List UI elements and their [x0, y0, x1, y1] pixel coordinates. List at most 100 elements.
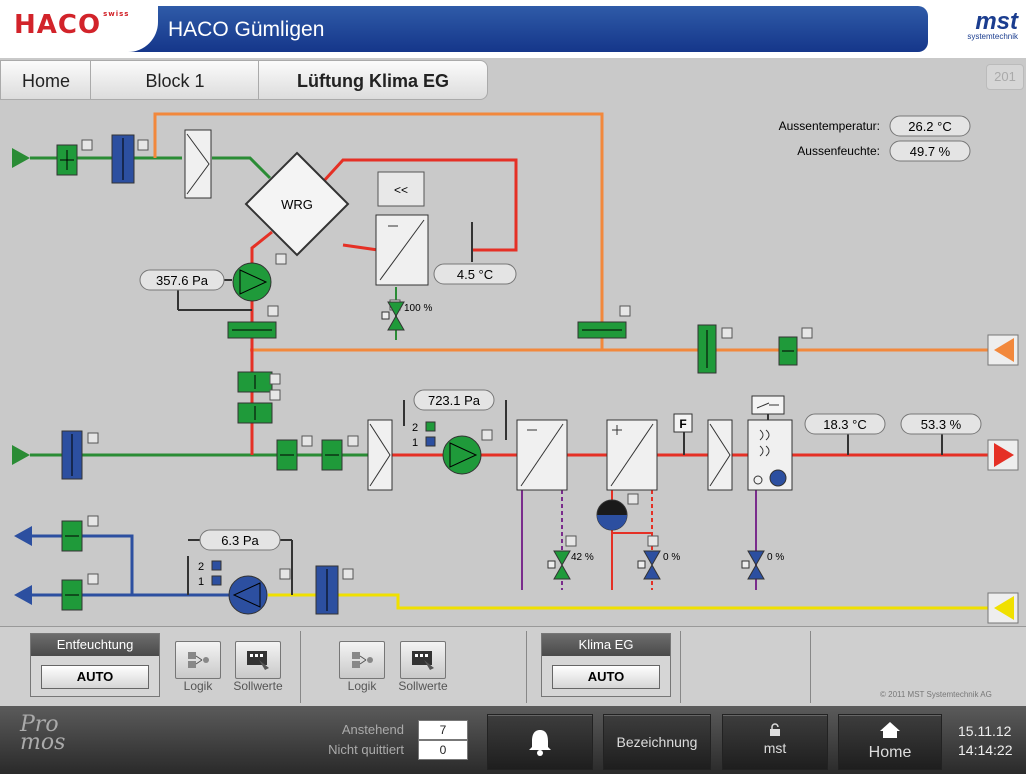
- filter-intake[interactable]: [184, 129, 212, 199]
- exhaust-arrow-1: [14, 526, 32, 546]
- damper-green[interactable]: [237, 371, 273, 393]
- valve-heating[interactable]: [637, 550, 661, 580]
- damper-green[interactable]: [227, 321, 277, 339]
- outside-hum-label: Aussenfeuchte:: [797, 144, 880, 158]
- outside-temp-value: 26.2 °C: [908, 119, 952, 134]
- damper-green[interactable]: [697, 324, 717, 374]
- valve-humidifier[interactable]: [741, 550, 765, 580]
- valve-cooling[interactable]: [547, 550, 571, 580]
- lock-icon: [770, 723, 780, 736]
- damper-green[interactable]: [56, 144, 78, 176]
- sollwerte-button[interactable]: Sollwerte: [226, 641, 290, 697]
- home-button[interactable]: Home: [838, 714, 942, 770]
- unacked-label: Nicht quittiert: [328, 742, 404, 757]
- valve-wrg[interactable]: [387, 301, 405, 331]
- damper-blue[interactable]: [315, 565, 339, 615]
- fan-stage-indicator: 2 1 2 1: [198, 421, 436, 588]
- user-button[interactable]: mst: [722, 714, 828, 770]
- valve-cooling-position: 42 %: [571, 552, 594, 563]
- heating-coil[interactable]: [606, 419, 658, 491]
- svg-text:WRG: WRG: [281, 197, 313, 212]
- alarm-button[interactable]: [487, 714, 593, 770]
- outside-temp-label: Aussentemperatur:: [779, 119, 880, 133]
- exhaust-arrow-2: [14, 585, 32, 605]
- heating-pump[interactable]: [596, 499, 628, 531]
- wrg-direction-button[interactable]: <<: [377, 171, 425, 207]
- breadcrumb-current[interactable]: Lüftung Klima EG: [258, 60, 488, 100]
- exhaust-pressure-value: 6.3 Pa: [221, 533, 259, 548]
- damper-green[interactable]: [276, 439, 298, 471]
- svg-text:F: F: [679, 417, 686, 431]
- time: 14:14:22: [958, 742, 1013, 758]
- damper-green[interactable]: [61, 579, 83, 611]
- exhaust-fan[interactable]: [228, 575, 268, 615]
- logik-button-2[interactable]: Logik: [330, 641, 394, 697]
- readout-pills: [139, 115, 982, 551]
- svg-text:1: 1: [412, 437, 418, 449]
- fan-wrg[interactable]: [232, 262, 272, 302]
- pending-label: Anstehend: [341, 722, 404, 737]
- breadcrumb: Home Block 1 Lüftung Klima EG: [0, 60, 490, 100]
- pipes: [177, 222, 943, 595]
- coil-wrg[interactable]: [375, 214, 429, 286]
- divider: [300, 631, 301, 703]
- filter-supply[interactable]: [367, 419, 393, 491]
- setpoints-icon: [400, 641, 446, 679]
- fresh-air-duct: [30, 156, 368, 457]
- damper-blue[interactable]: [111, 134, 135, 184]
- app-title: HACO Gümligen: [168, 18, 325, 41]
- status-checkboxes[interactable]: [81, 139, 813, 585]
- damper-green[interactable]: [778, 336, 798, 366]
- extract-air-duct: [153, 112, 990, 352]
- pending-count: 7: [418, 720, 468, 740]
- mode-box-entfeuchtung: Entfeuchtung AUTO: [30, 633, 160, 697]
- svg-text:<<: <<: [394, 183, 408, 197]
- supply-temp-value: 18.3 °C: [823, 417, 867, 432]
- humidifier[interactable]: [747, 419, 793, 491]
- svg-text:1: 1: [198, 576, 204, 588]
- mode-auto-button[interactable]: AUTO: [41, 665, 149, 689]
- heat-recovery-wrg[interactable]: WRG: [244, 151, 350, 257]
- user-name: mst: [763, 740, 787, 756]
- sollwerte-label: Sollwerte: [398, 679, 448, 693]
- damper-green[interactable]: [577, 321, 627, 339]
- logik-button[interactable]: Logik: [166, 641, 230, 697]
- sollwerte-button-2[interactable]: Sollwerte: [391, 641, 455, 697]
- mode-auto-button[interactable]: AUTO: [552, 665, 660, 689]
- page-number: 201: [986, 64, 1024, 90]
- humidifier-switch[interactable]: [751, 395, 785, 415]
- damper-green[interactable]: [321, 439, 343, 471]
- damper-blue[interactable]: [61, 430, 83, 480]
- description-button[interactable]: Bezeichnung: [603, 714, 711, 770]
- logik-label: Logik: [183, 679, 213, 693]
- valve-heating-position: 0 %: [663, 552, 680, 563]
- breadcrumb-block[interactable]: Block 1: [90, 60, 260, 100]
- valve-actuator: [381, 311, 390, 320]
- unacked-count: 0: [418, 740, 468, 760]
- svg-text:2: 2: [412, 422, 418, 434]
- home-label: Home: [868, 744, 912, 761]
- datetime: 15.11.12 14:14:22: [958, 722, 1013, 760]
- wrg-pressure-value: 357.6 Pa: [156, 273, 209, 288]
- filter-monitor[interactable]: F: [673, 413, 693, 433]
- filter-final[interactable]: [707, 419, 733, 491]
- damper-green[interactable]: [237, 402, 273, 424]
- breadcrumb-home[interactable]: Home: [0, 60, 92, 100]
- supply-fan[interactable]: [442, 435, 482, 475]
- damper-green[interactable]: [61, 520, 83, 552]
- cooling-coil[interactable]: [516, 419, 568, 491]
- date: 15.11.12: [958, 723, 1012, 739]
- control-strip: Entfeuchtung AUTO Logik Sollwerte Logik …: [0, 626, 1026, 707]
- cooler-temp-value: 4.5 °C: [457, 267, 493, 282]
- title-bar: [98, 6, 928, 52]
- yellow-end-arrow[interactable]: [987, 592, 1019, 624]
- supply-end-arrow[interactable]: [987, 439, 1019, 471]
- extract-end-arrow[interactable]: [987, 334, 1019, 366]
- mode-box-title: Klima EG: [542, 634, 670, 656]
- divider: [526, 631, 527, 703]
- supply-hum-value: 53.3 %: [921, 417, 962, 432]
